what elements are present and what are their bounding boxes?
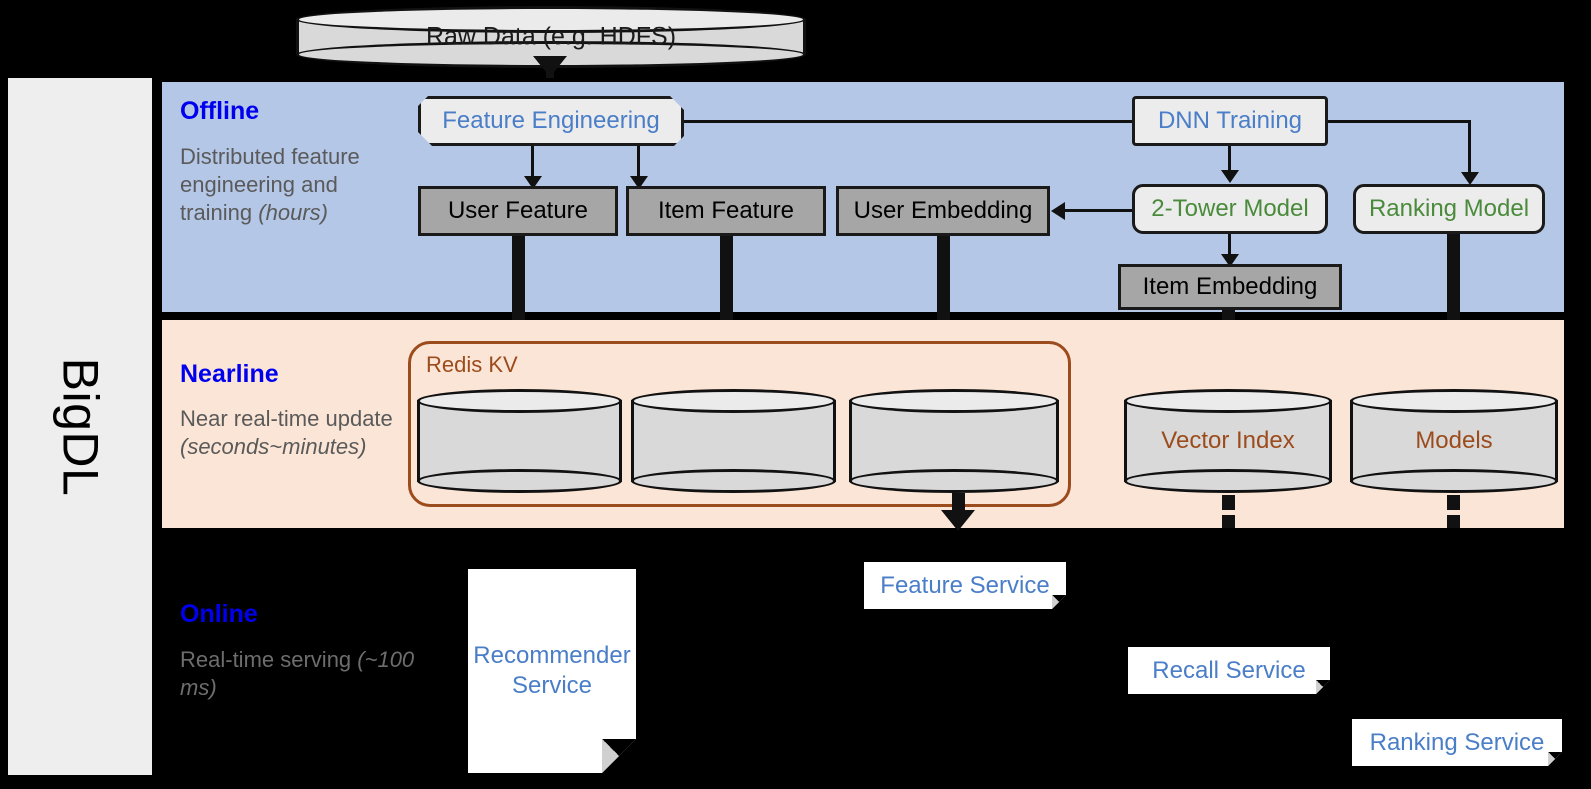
nearline-subtitle-ital: (seconds~minutes)	[180, 434, 367, 460]
cylinder-bottom	[849, 469, 1059, 493]
ranking-service-node[interactable]: Ranking Service	[1352, 719, 1562, 766]
cylinder-bottom	[1350, 469, 1558, 493]
redis-cylinder-user-embedding	[849, 389, 1059, 493]
redis-kv-label: Redis KV	[426, 352, 518, 377]
arrowhead-rawdata-fe	[533, 56, 567, 77]
arrowhead-dnn-2tower	[1221, 170, 1239, 183]
connector-fe-itemfeature	[637, 146, 640, 180]
user-feature-label: User Feature	[447, 197, 589, 224]
redis-cylinder-item-feature	[631, 389, 836, 493]
redis-kv-container	[408, 341, 1071, 507]
arrowhead-redis-featureservice	[941, 510, 975, 531]
user-embedding-node[interactable]: User Embedding	[836, 186, 1050, 236]
online-title: Online	[180, 600, 258, 628]
connector-redis-featureservice	[952, 493, 965, 514]
cylinder-top	[1350, 389, 1558, 413]
recommender-service-label: Recommender Service	[473, 642, 631, 699]
models-cylinder[interactable]: Models	[1350, 389, 1558, 493]
two-tower-model-label: 2-Tower Model	[1151, 195, 1309, 222]
nearline-title: Nearline	[180, 360, 279, 388]
models-label: Models	[1415, 427, 1493, 454]
item-embedding-label: Item Embedding	[1142, 273, 1318, 300]
recall-service-label: Recall Service	[1152, 656, 1306, 684]
dnn-training-node[interactable]: DNN Training	[1132, 96, 1328, 146]
cylinder-bottom	[631, 469, 836, 493]
cylinder-top	[417, 389, 622, 413]
connector-2tower-userembedding	[1065, 209, 1132, 212]
ranking-model-label: Ranking Model	[1368, 195, 1530, 222]
ranking-model-node[interactable]: Ranking Model	[1353, 184, 1545, 234]
raw-data-cylinder: Raw Data (e.g. HDFS)	[296, 6, 806, 68]
feature-engineering-label: Feature Engineering	[442, 107, 660, 134]
redis-cylinder-user-feature	[417, 389, 622, 493]
user-feature-node[interactable]: User Feature	[418, 186, 618, 236]
connector-models-ranking-2	[1447, 515, 1460, 528]
recommender-service-node[interactable]: Recommender Service	[468, 569, 636, 773]
online-band	[158, 536, 1568, 789]
connector-models-ranking-1	[1447, 495, 1460, 510]
offline-title: Offline	[180, 97, 260, 125]
item-feature-label: Item Feature	[657, 197, 795, 224]
feature-service-node[interactable]: Feature Service	[864, 562, 1066, 609]
offline-subtitle-ital: (hours)	[258, 200, 328, 226]
cylinder-top	[631, 389, 836, 413]
nearline-subtitle-text: Near real-time update	[180, 406, 393, 431]
cylinder-top	[849, 389, 1059, 413]
online-subtitle-text: Real-time serving	[180, 647, 358, 672]
arrowhead-2tower-itememb	[1221, 254, 1239, 267]
connector-2tower-itememb	[1228, 234, 1231, 260]
feature-engineering-node[interactable]: Feature Engineering	[418, 96, 684, 146]
feature-service-label: Feature Service	[880, 571, 1050, 599]
connector-fe-dnn	[684, 120, 1154, 123]
vector-index-cylinder[interactable]: Vector Index	[1124, 389, 1332, 493]
bigdl-sidebar: BigDL	[8, 78, 152, 775]
offline-subtitle: Distributed feature engineering and trai…	[180, 143, 415, 227]
arrowhead-fe-userfeature	[524, 176, 542, 189]
vector-index-label: Vector Index	[1161, 427, 1295, 454]
online-subtitle: Real-time serving (~100 ms)	[180, 646, 415, 702]
raw-data-label: Raw Data (e.g. HDFS)	[425, 22, 677, 51]
cylinder-bottom	[417, 469, 622, 493]
arrowhead-fe-itemfeature	[630, 176, 648, 189]
connector-vectorindex-recall-1	[1222, 495, 1235, 510]
online-subtitle-ital: (~100 ms)	[180, 647, 415, 701]
item-feature-node[interactable]: Item Feature	[626, 186, 826, 236]
connector-dnn-ranking-h	[1328, 120, 1471, 123]
cylinder-top	[1124, 389, 1332, 413]
ranking-service-label: Ranking Service	[1369, 728, 1545, 756]
user-embedding-label: User Embedding	[853, 197, 1033, 224]
connector-vectorindex-recall-2	[1222, 515, 1235, 528]
cylinder-bottom	[1124, 469, 1332, 493]
recall-service-node[interactable]: Recall Service	[1128, 647, 1330, 694]
bigdl-label: BigDL	[52, 357, 108, 496]
arrowhead-2tower-userembedding	[1051, 202, 1065, 220]
nearline-subtitle: Near real-time update (seconds~minutes)	[180, 405, 415, 461]
cylinder-top	[296, 6, 806, 33]
connector-fe-userfeature	[531, 146, 534, 180]
arrowhead-dnn-ranking	[1461, 172, 1479, 185]
offline-subtitle-text: Distributed feature engineering and trai…	[180, 144, 360, 226]
item-embedding-node[interactable]: Item Embedding	[1118, 264, 1342, 310]
connector-dnn-2tower	[1228, 146, 1231, 174]
connector-dnn-ranking-v	[1468, 120, 1471, 176]
dnn-training-label: DNN Training	[1157, 107, 1303, 134]
two-tower-model-node[interactable]: 2-Tower Model	[1132, 184, 1328, 234]
